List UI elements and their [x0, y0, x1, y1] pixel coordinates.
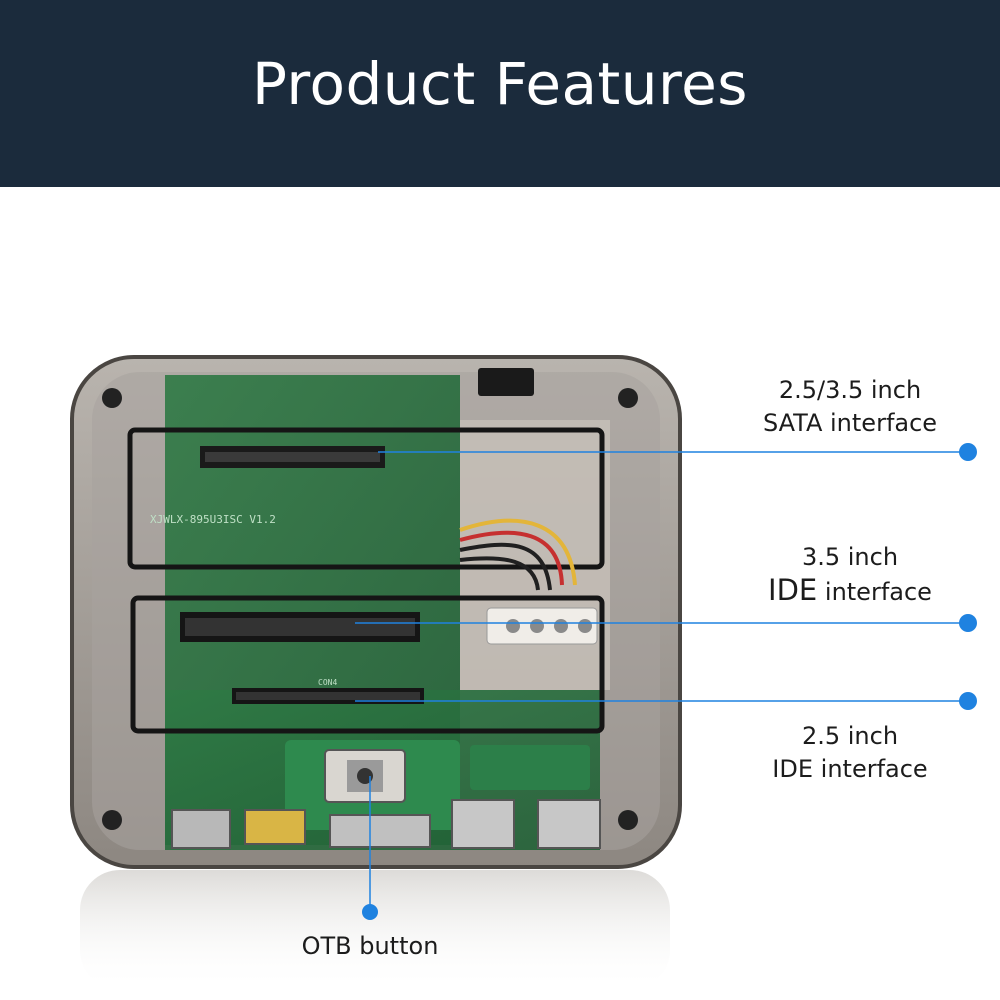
- header-banner: Product Features: [0, 0, 1000, 187]
- otb-callout-label: OTB button: [280, 930, 460, 963]
- front-ports: [171, 799, 601, 849]
- ide35-callout-ide: IDE: [768, 573, 818, 607]
- power-wires: [459, 518, 577, 591]
- connector-text: CON4: [318, 678, 337, 687]
- page-title: Product Features: [251, 50, 749, 118]
- ide35-callout-label: 3.5 inch IDE interface: [740, 541, 960, 609]
- ide25-callout-dot: [959, 692, 977, 710]
- ide35-callout-interface: interface: [817, 578, 932, 606]
- sata-bay: XJWLX-895U3ISC V1.2: [127, 427, 605, 570]
- board-model-text: XJWLX-895U3ISC V1.2: [150, 513, 276, 526]
- ide35-callout-line2: IDE interface: [740, 574, 960, 609]
- ide25-callout-line2: IDE interface: [772, 755, 928, 783]
- sata-callout-line2: SATA interface: [762, 409, 938, 437]
- power-switch: [478, 368, 534, 396]
- corner-screws: [102, 388, 638, 830]
- product-reflection: [80, 870, 670, 990]
- sata-callout-line1: 2.5/3.5 inch: [778, 376, 922, 404]
- ide25-callout-label: 2.5 inch IDE interface: [740, 720, 960, 786]
- sata-callout-dot: [959, 443, 977, 461]
- otb-button: [324, 749, 406, 803]
- callout-lines: [355, 443, 977, 920]
- ide35-callout-dot: [959, 614, 977, 632]
- ide25-callout-line1: 2.5 inch: [801, 722, 899, 750]
- otb-callout-dot: [362, 904, 378, 920]
- ide35-callout-line1: 3.5 inch: [801, 543, 899, 571]
- otb-callout-text: OTB button: [301, 932, 439, 960]
- sata-callout-label: 2.5/3.5 inch SATA interface: [740, 374, 960, 440]
